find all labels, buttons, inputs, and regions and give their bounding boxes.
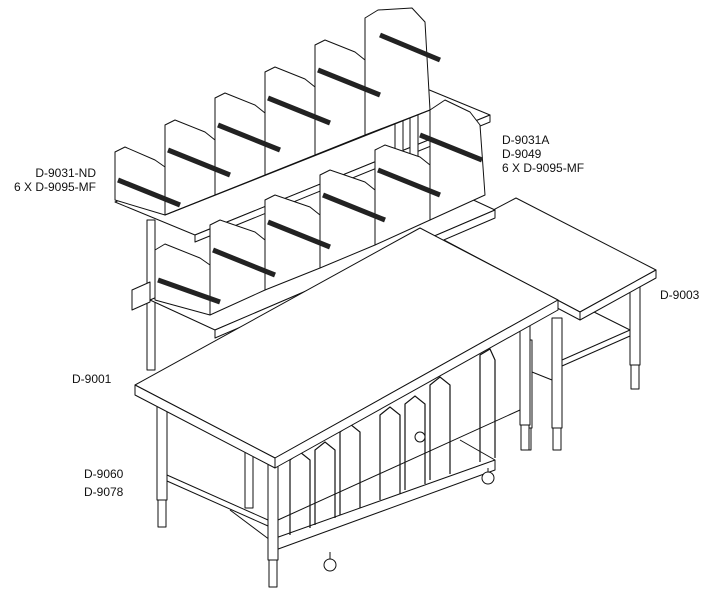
- main-table: [134, 227, 559, 588]
- label-line: D-9049: [502, 147, 542, 161]
- label-line: 6 X D-9095-MF: [502, 161, 585, 175]
- label-main-table: D-9001: [72, 372, 112, 386]
- label-line: D-9031-ND: [35, 166, 96, 180]
- label-cart: D-9060 D-9078: [84, 465, 123, 501]
- label-line: D-9031A: [502, 133, 550, 147]
- label-upper-shelf-left: D-9031-ND 6 X D-9095-MF: [0, 166, 96, 194]
- label-side-table: D-9003: [660, 288, 700, 302]
- label-line: 6 X D-9095-MF: [13, 180, 96, 194]
- label-line: D-9060: [84, 467, 124, 481]
- back-shelf-dividers: [114, 7, 441, 216]
- label-upper-shelf-right: D-9031A D-9049 6 X D-9095-MF: [502, 133, 584, 175]
- label-line: D-9078: [84, 485, 124, 499]
